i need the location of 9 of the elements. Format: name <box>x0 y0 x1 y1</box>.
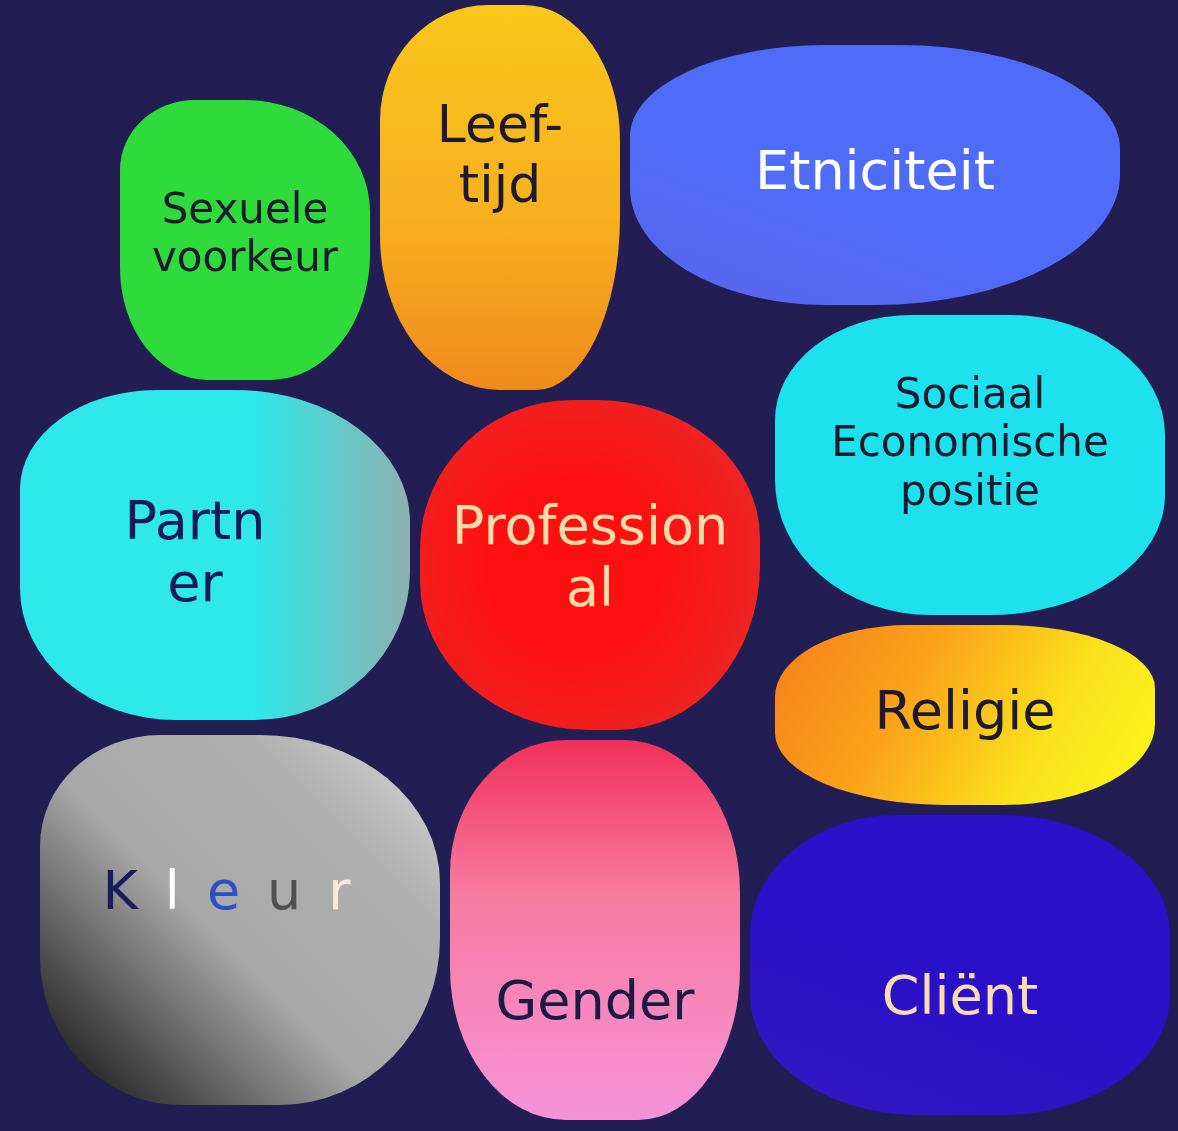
node-label: Sociaal Economische positie <box>830 370 1110 515</box>
node-label: Cliënt <box>880 965 1040 1028</box>
node-label: Leef- tijd <box>435 95 565 215</box>
node-label: Religie <box>873 680 1057 743</box>
node-label: Etniciteit <box>754 140 996 203</box>
node-label: Gender <box>494 970 696 1033</box>
node-label: Sexuele voorkeur <box>150 185 340 282</box>
node-label: Profession al <box>450 495 730 620</box>
node-label: Partn er <box>123 490 267 615</box>
